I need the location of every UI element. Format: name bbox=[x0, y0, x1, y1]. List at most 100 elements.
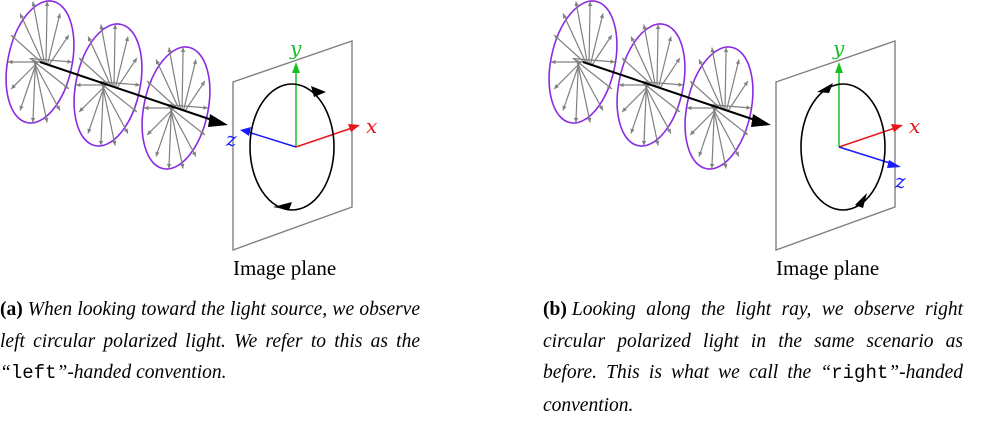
field-vector-arrow bbox=[30, 58, 70, 90]
field-vector-arrow bbox=[642, 82, 672, 134]
field-vector-arrow bbox=[116, 57, 138, 89]
y-axis-label: y bbox=[289, 36, 302, 60]
field-vector-arrowhead bbox=[166, 163, 172, 169]
field-vector-arrow bbox=[643, 24, 657, 87]
circle-arrow-bottom-icon bbox=[273, 202, 292, 210]
caption-label: (a) bbox=[0, 299, 23, 320]
field-vector-arrow bbox=[32, 1, 46, 64]
field-vector-arrow bbox=[33, 59, 48, 123]
image-plane-label: Image plane bbox=[776, 256, 880, 280]
field-vector-arrowhead bbox=[191, 151, 196, 157]
field-vector-arrowhead bbox=[87, 36, 92, 42]
field-vector-arrowhead bbox=[687, 105, 692, 111]
field-vector-arrowhead bbox=[746, 105, 751, 110]
field-vector-arrowhead bbox=[11, 35, 16, 40]
field-vector-arrowhead bbox=[709, 163, 715, 169]
field-vector-arrowhead bbox=[79, 107, 84, 112]
field-vector-arrow bbox=[31, 59, 61, 111]
field-vector-arrowhead bbox=[167, 47, 172, 53]
circle-arrow-top-icon bbox=[311, 86, 326, 97]
field-vector-arrowhead bbox=[87, 128, 92, 134]
field-vector-arrowhead bbox=[562, 105, 567, 111]
field-vector-arrowhead bbox=[11, 84, 16, 89]
image-plane-label: Image plane bbox=[233, 256, 337, 280]
field-vector-arrowhead bbox=[192, 59, 197, 65]
field-vector-arrow bbox=[698, 106, 717, 157]
field-vector-arrow bbox=[167, 105, 197, 157]
panel-b: y x z Image plane (b)Looking along the l… bbox=[543, 0, 1003, 435]
field-vector-arrowhead bbox=[630, 36, 635, 42]
field-vector-arrowhead bbox=[587, 1, 593, 7]
field-vector-arrow bbox=[553, 61, 582, 90]
field-vector-arrowhead bbox=[79, 58, 84, 63]
polarization-helix bbox=[548, 0, 754, 170]
field-vector-arrowhead bbox=[64, 35, 69, 41]
field-vector-arrow bbox=[572, 57, 616, 63]
field-vector-arrowhead bbox=[698, 59, 703, 65]
field-vector-arrow bbox=[98, 81, 138, 113]
field-vector-arrowhead bbox=[56, 13, 61, 19]
caption-text-pre: When looking toward the light source, we… bbox=[0, 299, 420, 383]
field-vector-arrow bbox=[689, 80, 721, 109]
field-vector-arrow bbox=[100, 83, 105, 146]
field-vector-arrowhead bbox=[123, 128, 128, 134]
field-vector-arrowhead bbox=[606, 84, 612, 89]
y-axis-label: y bbox=[832, 36, 845, 60]
y-axis-arrowhead bbox=[835, 62, 843, 73]
field-vector-arrow bbox=[698, 59, 723, 110]
field-vector-arrowhead bbox=[735, 59, 740, 65]
field-vector-arrowhead bbox=[44, 117, 49, 123]
field-vector-arrowhead bbox=[698, 151, 703, 157]
field-vector-arrow bbox=[146, 107, 175, 136]
field-vector-arrowhead bbox=[667, 36, 672, 42]
field-vector-arrow bbox=[575, 1, 589, 64]
diagram-b: y x z bbox=[548, 0, 920, 251]
field-vector-arrow bbox=[78, 84, 107, 113]
field-vector-arrow bbox=[727, 80, 749, 112]
x-axis bbox=[838, 127, 896, 148]
field-vector-arrowhead bbox=[710, 47, 715, 53]
field-vector-arrowhead bbox=[131, 107, 137, 112]
field-vector-arrowhead bbox=[743, 81, 748, 87]
z-axis-arrowhead bbox=[240, 127, 251, 136]
caption-text-post: ”-handed convention. bbox=[543, 362, 963, 416]
light-ray bbox=[39, 61, 219, 123]
y-axis-arrowhead bbox=[292, 62, 300, 73]
field-vector-arrow bbox=[644, 82, 659, 146]
field-vector-arrow bbox=[45, 1, 48, 65]
field-vector-arrow bbox=[181, 47, 184, 111]
field-vector-arrowhead bbox=[599, 13, 604, 19]
field-vector-arrowhead bbox=[607, 35, 612, 41]
helix-lobe bbox=[5, 0, 75, 124]
field-vector-arrow bbox=[711, 47, 725, 110]
field-vector-arrowhead bbox=[19, 13, 24, 19]
field-vector-arrowhead bbox=[622, 58, 627, 63]
field-vector-arrowhead bbox=[742, 130, 748, 135]
field-vector-arrow bbox=[184, 80, 206, 112]
polarization-circle bbox=[249, 83, 335, 211]
field-vector-arrowhead bbox=[554, 35, 559, 40]
field-vector-arrowhead bbox=[690, 130, 695, 135]
field-vector-arrowhead bbox=[55, 105, 60, 111]
field-vector-arrowhead bbox=[562, 13, 567, 19]
field-vector-arrow bbox=[166, 104, 206, 136]
field-vector-arrow bbox=[573, 58, 613, 90]
caption-text-pre: Looking along the light ray, we observe … bbox=[543, 299, 963, 383]
field-vector-arrow bbox=[643, 83, 648, 146]
field-vector-arrowhead bbox=[675, 58, 680, 64]
field-vector-arrow bbox=[87, 36, 112, 87]
field-vector-arrow bbox=[553, 34, 585, 63]
field-vector-arrow bbox=[101, 82, 116, 146]
field-vector-arrowhead bbox=[203, 105, 208, 110]
field-vector-arrow bbox=[710, 105, 740, 157]
field-vector-arrow bbox=[19, 13, 44, 64]
field-vector-arrowhead bbox=[666, 128, 671, 134]
x-axis-arrowhead bbox=[891, 124, 903, 132]
field-vector-arrow bbox=[725, 59, 740, 111]
field-vector-arrowhead bbox=[574, 1, 579, 7]
field-vector-arrow bbox=[114, 36, 129, 88]
helix-lobe bbox=[548, 0, 618, 124]
field-vector-arrow bbox=[630, 83, 649, 134]
helix-lobe bbox=[684, 46, 754, 170]
field-vector-arrowhead bbox=[734, 151, 739, 157]
